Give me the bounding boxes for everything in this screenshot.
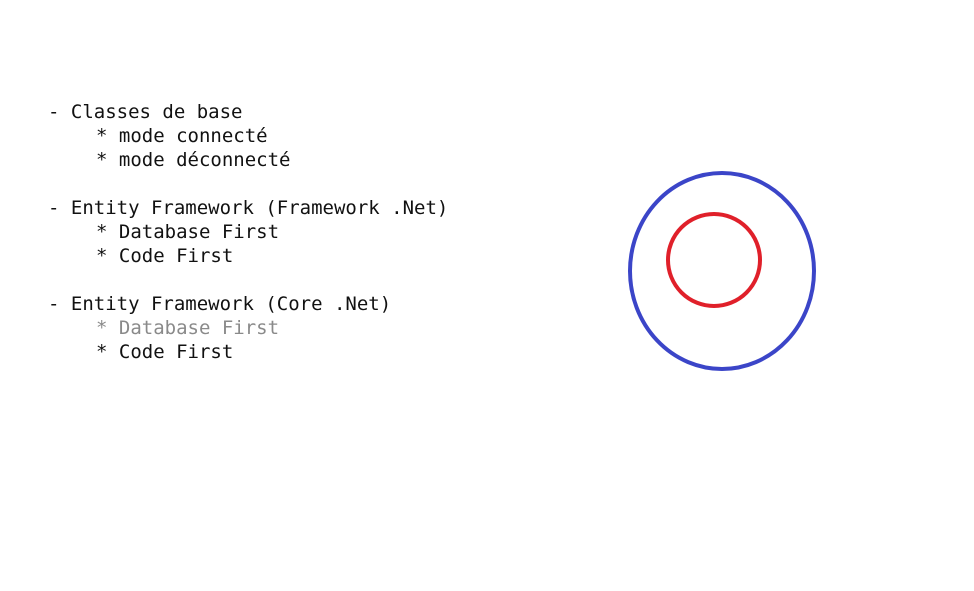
concentric-circles-diagram xyxy=(628,171,816,371)
section-entity-framework-core: - Entity Framework (Core .Net) * Databas… xyxy=(48,292,448,364)
section-classes-de-base: - Classes de base * mode connecté * mode… xyxy=(48,100,448,172)
list-item: * mode déconnecté xyxy=(96,149,291,171)
list-item: * Code First xyxy=(96,341,234,363)
outer-circle xyxy=(628,171,816,371)
section-heading: - Entity Framework (Framework .Net) xyxy=(48,197,449,219)
section-heading: - Classes de base xyxy=(48,101,243,123)
inner-circle xyxy=(666,212,762,308)
outline-list: - Classes de base * mode connecté * mode… xyxy=(48,100,448,388)
section-entity-framework-net: - Entity Framework (Framework .Net) * Da… xyxy=(48,196,448,268)
list-item: * Database First xyxy=(96,221,280,243)
list-item: * mode connecté xyxy=(96,125,268,147)
section-heading: - Entity Framework (Core .Net) xyxy=(48,293,392,315)
list-item-muted: * Database First xyxy=(96,317,280,339)
list-item: * Code First xyxy=(96,245,234,267)
